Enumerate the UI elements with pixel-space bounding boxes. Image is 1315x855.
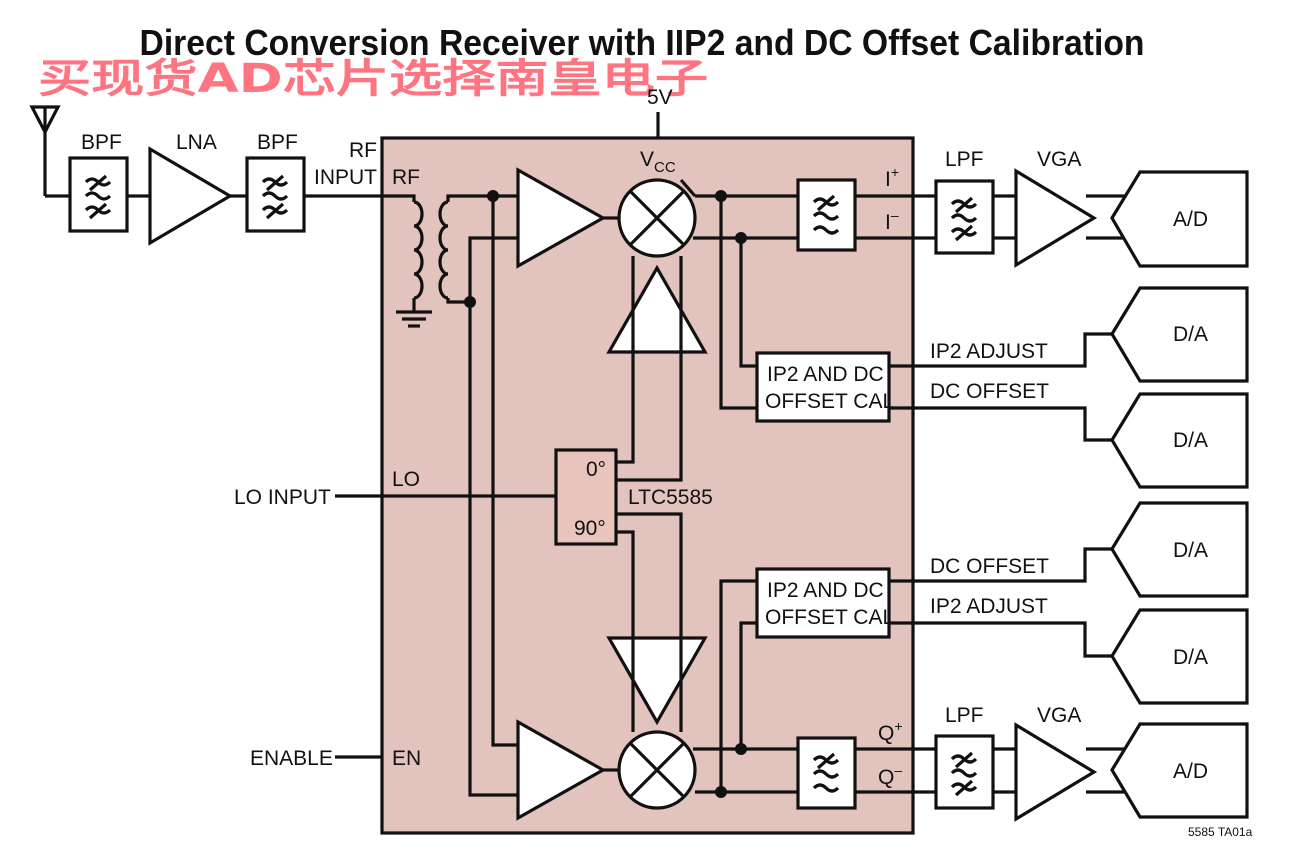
ip2-adjust-top-label: IP2 ADJUST	[930, 340, 1048, 363]
rf-input-label-line1: RF	[349, 139, 377, 162]
da-4-label: D/A	[1173, 646, 1208, 669]
wire-0deg-return	[616, 352, 683, 482]
ad-top-label: A/D	[1173, 208, 1208, 231]
i-plus-label: I+	[885, 164, 899, 191]
da-1-label: D/A	[1173, 323, 1208, 346]
bpf2-label: BPF	[257, 131, 298, 154]
phase-0-label: 0°	[586, 458, 606, 481]
top-internal-filter-block	[796, 178, 857, 252]
wire-dc-offset-top	[889, 406, 1112, 442]
lna-label: LNA	[176, 131, 217, 154]
chip-name-label: LTC5585	[628, 486, 713, 509]
lpf-bot-label: LPF	[945, 704, 984, 727]
wire-q-plus-to-cal	[739, 621, 757, 749]
vga-top-amplifier-icon	[1014, 168, 1098, 268]
ad-bot-label: A/D	[1173, 760, 1208, 783]
top-cal-label-2: OFFSET CAL	[765, 390, 894, 413]
enable-label: ENABLE	[250, 747, 333, 770]
vga-top-label: VGA	[1037, 148, 1081, 171]
top-cal-block	[755, 351, 891, 423]
da-3-label: D/A	[1173, 539, 1208, 562]
lowpass-filter-icon	[950, 751, 978, 797]
wire-0deg-out	[616, 352, 635, 464]
lpf-top-block	[934, 179, 995, 255]
diagram-title: Direct Conversion Receiver with IIP2 and…	[140, 22, 1145, 63]
vga-bot-amplifier-icon	[1014, 722, 1098, 822]
wire-90deg-return	[616, 512, 683, 638]
bpf1-label: BPF	[81, 131, 122, 154]
top-mixer-icon	[617, 178, 697, 258]
bottom-cal-label-1: IP2 AND DC	[767, 579, 884, 602]
wire-rf-minus-down	[468, 302, 518, 797]
q-minus-label: Q–	[878, 762, 902, 789]
lna-amplifier-icon	[148, 146, 234, 246]
wire-i-minus-to-cal	[739, 238, 757, 368]
ad-top-block	[1110, 170, 1249, 268]
balun-transformer-icon	[382, 194, 493, 328]
wire-mixer-top-conn	[679, 178, 697, 198]
bottom-rf-amplifier-icon	[516, 719, 607, 821]
wire-ip2-adjust-bot	[889, 621, 1112, 658]
lpf-top-label: LPF	[945, 148, 984, 171]
lpf-bot-block	[934, 734, 995, 810]
vga-bot-label: VGA	[1037, 704, 1081, 727]
q-plus-label: Q+	[878, 718, 903, 745]
ad-bot-block	[1110, 722, 1249, 819]
en-pin-label: EN	[392, 747, 421, 770]
vcc-label: VCC	[640, 148, 676, 176]
rf-pin-label: RF	[392, 166, 420, 189]
i-minus-label: I–	[885, 207, 899, 234]
figure-id: 5585 TA01a	[1188, 825, 1253, 839]
da-1-block	[1110, 286, 1249, 383]
bottom-cal-block	[755, 567, 891, 639]
da-4-block	[1110, 608, 1249, 705]
dc-offset-bot-label: DC OFFSET	[930, 555, 1049, 578]
top-cal-label-1: IP2 AND DC	[767, 363, 884, 386]
antenna-icon	[29, 105, 61, 196]
bandpass-filter-icon	[84, 174, 112, 220]
wire-ip2-adjust-top	[889, 332, 1112, 368]
da-3-block	[1110, 501, 1249, 598]
lowpass-filter-icon	[950, 196, 978, 242]
wire-90deg-out	[616, 530, 635, 638]
wire-dc-offset-bot	[889, 547, 1112, 583]
dc-offset-top-label: DC OFFSET	[930, 380, 1049, 403]
bottom-cal-label-2: OFFSET CAL	[765, 606, 894, 629]
lo-pin-label: LO	[392, 468, 420, 491]
bottom-mixer-icon	[617, 730, 697, 810]
phase-90-label: 90°	[574, 517, 606, 540]
da-2-block	[1110, 392, 1249, 489]
rf-input-label-line2: INPUT	[314, 166, 377, 189]
watermark-text: 买现货AD芯片选择南皇电子	[38, 56, 708, 102]
supply-label: 5V	[647, 86, 673, 109]
wire-rf-plus-down	[491, 196, 518, 747]
top-rf-amplifier-icon	[516, 167, 607, 269]
wire-rf-minus-up	[468, 236, 518, 302]
wire-q-minus-to-cal	[719, 579, 757, 792]
lowpass-filter-icon	[812, 194, 840, 235]
wire-i-plus-to-cal	[719, 196, 757, 410]
da-2-label: D/A	[1173, 429, 1208, 452]
ip2-adjust-bot-label: IP2 ADJUST	[930, 595, 1048, 618]
lowpass-filter-icon	[812, 752, 840, 793]
bandpass-filter-icon	[261, 174, 289, 220]
quadrature-splitter-block	[554, 448, 618, 546]
lo-input-label: LO INPUT	[234, 486, 331, 509]
